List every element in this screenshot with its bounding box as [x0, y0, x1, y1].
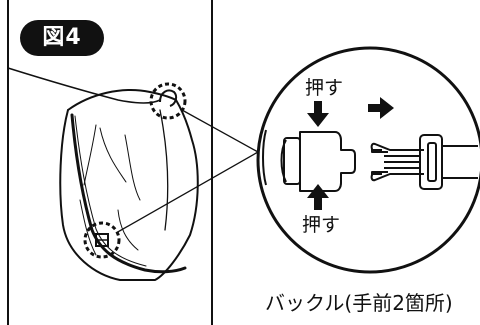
buckle-marker-bottom: [83, 221, 121, 259]
bag-edge-right: [159, 109, 169, 231]
buckle-female: [262, 129, 356, 192]
arrow-up-icon: [307, 184, 329, 210]
bag-illustration: [7, 67, 199, 281]
buckle-male: [370, 134, 478, 190]
arrow-down-icon: [307, 101, 329, 127]
push-label-bottom: 押す: [302, 214, 341, 236]
bag-strap: [7, 67, 161, 104]
dashed-circle-marker: [149, 82, 187, 120]
arrow-right-icon: [368, 97, 394, 119]
buckle-caption: バックル(手前2箇所): [265, 291, 453, 315]
push-label-top: 押す: [305, 77, 344, 99]
dashed-circle-marker: [83, 221, 121, 259]
figure-number-badge: 図4: [20, 20, 104, 56]
buckle-marker-top: [149, 82, 187, 120]
leader-lines: [115, 109, 259, 234]
bag-pipe-front: [70, 113, 187, 274]
figure-number-text: 図4: [42, 25, 82, 50]
bag-pipe-inner: [74, 115, 147, 267]
bag-body: [59, 99, 199, 281]
bag-panel-frame: [7, 0, 213, 325]
zoom-circle: [256, 46, 480, 274]
bag-top: [67, 89, 177, 111]
